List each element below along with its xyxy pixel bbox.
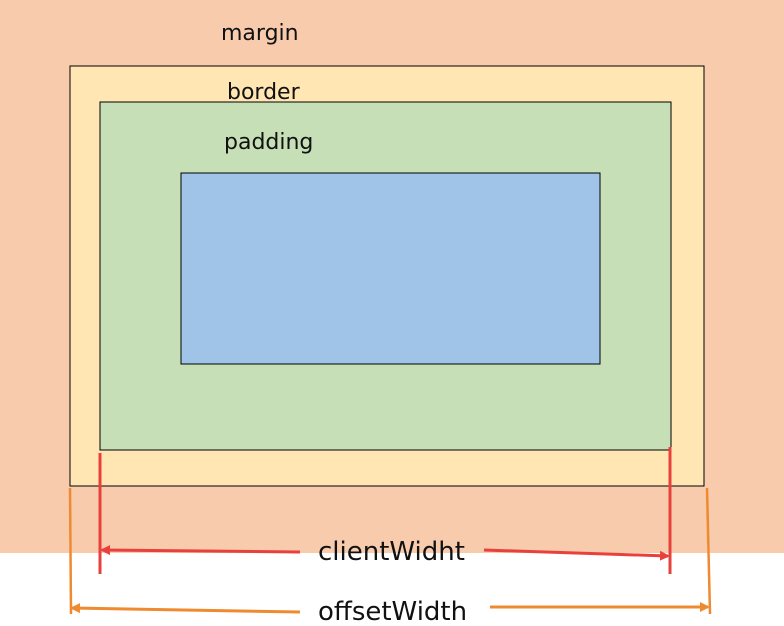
offset-width-right-tick	[705, 487, 712, 615]
client-width-arrow-right	[483, 548, 670, 561]
offset-width-label: offsetWidth	[318, 597, 467, 626]
content-area	[180, 172, 601, 365]
client-width-label: clientWidht	[318, 537, 465, 567]
padding-label: padding	[224, 130, 313, 155]
offset-width-arrow-left	[70, 603, 301, 614]
margin-label: margin	[221, 21, 299, 46]
border-label: border	[227, 80, 301, 105]
client-width-arrow-left	[100, 545, 301, 556]
offset-width-left-tick	[68, 487, 73, 615]
